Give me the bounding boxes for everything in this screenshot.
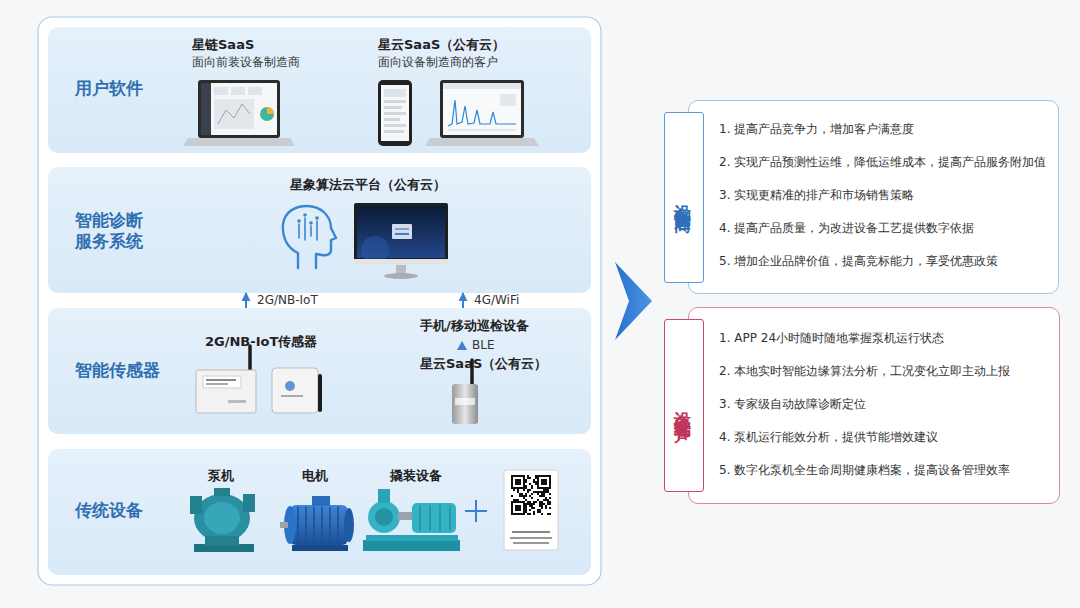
edge-label: 4G/WiFi (474, 293, 519, 308)
layer-band: 传统设备 泵机 电机 撬装设备 (48, 449, 591, 575)
benefit-list-box: 1. APP 24小时随时随地掌握泵机运行状态 2. 本地实时智能边缘算法分析，工… (688, 307, 1060, 504)
product-subtitle: 面向设备制造商的客户 (378, 55, 498, 70)
layer-title: 智能传感器 (75, 360, 160, 381)
edge-label: 2G/NB-IoT (257, 293, 318, 308)
equipment-name: 撬装设备 (390, 468, 442, 484)
device-name: 星云SaaS（公有云） (420, 356, 547, 372)
tag-label: 设备终端客户 (673, 397, 696, 415)
tag-label: 设备制造商 (673, 190, 696, 205)
benefit-item: 3. 专家级自动故障诊断定位 (719, 397, 866, 412)
link-label: BLE (472, 338, 495, 353)
device-name: 手机/移动巡检设备 (420, 318, 529, 334)
product-name: 星云SaaS（公有云） (378, 37, 505, 53)
benefit-item: 3. 实现更精准的排产和市场销售策略 (719, 188, 914, 203)
layer-title: 传统设备 (75, 500, 143, 521)
benefit-item: 1. 提高产品竞争力，增加客户满意度 (719, 122, 914, 137)
layer-title: 用户软件 (75, 78, 143, 99)
equipment-name: 电机 (302, 468, 328, 484)
product-subtitle: 面向前装设备制造商 (192, 55, 300, 70)
big-arrow (615, 262, 652, 340)
benefit-item: 5. 增加企业品牌价值，提高竞标能力，享受优惠政策 (719, 254, 998, 269)
layer-band: 智能传感器 2G/NB-IoT传感器 手机/移动巡检设备 BLE 星云SaaS（公有云） (48, 308, 591, 434)
vertical-tag: 设备制造商 (664, 112, 704, 283)
benefit-item: 4. 提高产品质量，为改进设备工艺提供数字依据 (719, 221, 974, 236)
connector-arrow (245, 293, 247, 308)
device-name: 2G/NB-IoT传感器 (205, 334, 317, 350)
connector-arrow (462, 293, 464, 308)
benefit-item: 2. 本地实时智能边缘算法分析，工况变化立即主动上报 (719, 364, 1010, 379)
benefit-item: 4. 泵机运行能效分析，提供节能增效建议 (719, 430, 938, 445)
vertical-tag: 设备终端客户 (664, 319, 704, 492)
benefit-item: 1. APP 24小时随时随地掌握泵机运行状态 (719, 331, 944, 346)
equipment-name: 泵机 (208, 468, 234, 484)
benefit-item: 2. 实现产品预测性运维，降低运维成本，提高产品服务附加值 (719, 155, 1046, 170)
layer-title: 智能诊断 服务系统 (75, 210, 145, 253)
platform-name: 星象算法云平台（公有云） (290, 177, 446, 193)
layer-band: 用户软件 星链SaaS 面向前装设备制造商 星云SaaS（公有云） 面向设备制造商的客户 (48, 27, 591, 153)
layer-band: 智能诊断 服务系统 星象算法云平台（公有云） (48, 167, 591, 293)
product-name: 星链SaaS (192, 37, 254, 53)
benefit-list-box: 1. 提高产品竞争力，增加客户满意度 2. 实现产品预测性运维，降低运维成本，提高… (688, 100, 1059, 294)
benefit-item: 5. 数字化泵机全生命周期健康档案，提高设备管理效率 (719, 463, 1010, 478)
outer-container (38, 17, 601, 585)
